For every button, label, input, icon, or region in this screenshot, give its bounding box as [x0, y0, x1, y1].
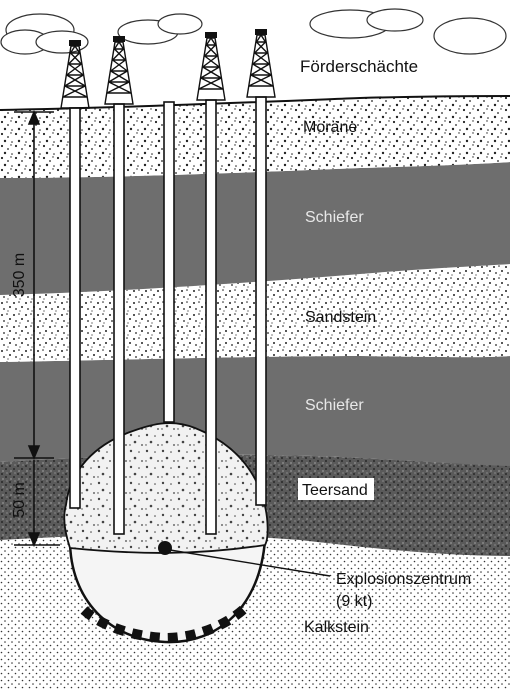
- label-kalkstein: Kalkstein: [304, 619, 369, 636]
- borehole: [70, 108, 80, 508]
- label-yield: (9 kt): [336, 593, 372, 610]
- label-schiefer-lower: Schiefer: [305, 397, 364, 414]
- borehole: [164, 102, 174, 422]
- oil-derrick-icon: [197, 32, 225, 100]
- label-schiefer-upper: Schiefer: [305, 209, 364, 226]
- oil-derrick-icon: [105, 36, 133, 104]
- cloud-icon: [1, 14, 88, 54]
- label-teersand: Teersand: [302, 482, 368, 499]
- borehole: [206, 100, 216, 534]
- explosion-cavity: [64, 423, 267, 642]
- label-depth-350m: 350 m: [11, 253, 28, 297]
- label-sandstein: Sandstein: [305, 309, 376, 326]
- label-explosionszentrum: Explosionszentrum: [336, 571, 471, 588]
- borehole: [114, 104, 124, 534]
- borehole: [256, 97, 266, 505]
- label-moraene: Moräne: [303, 119, 357, 136]
- label-foerderschaechte: Förderschächte: [300, 57, 418, 76]
- cloud-icon: [118, 14, 202, 44]
- cloud-icon: [310, 9, 506, 54]
- label-depth-50m: 50 m: [11, 482, 28, 518]
- oil-derrick-icon: [247, 29, 275, 97]
